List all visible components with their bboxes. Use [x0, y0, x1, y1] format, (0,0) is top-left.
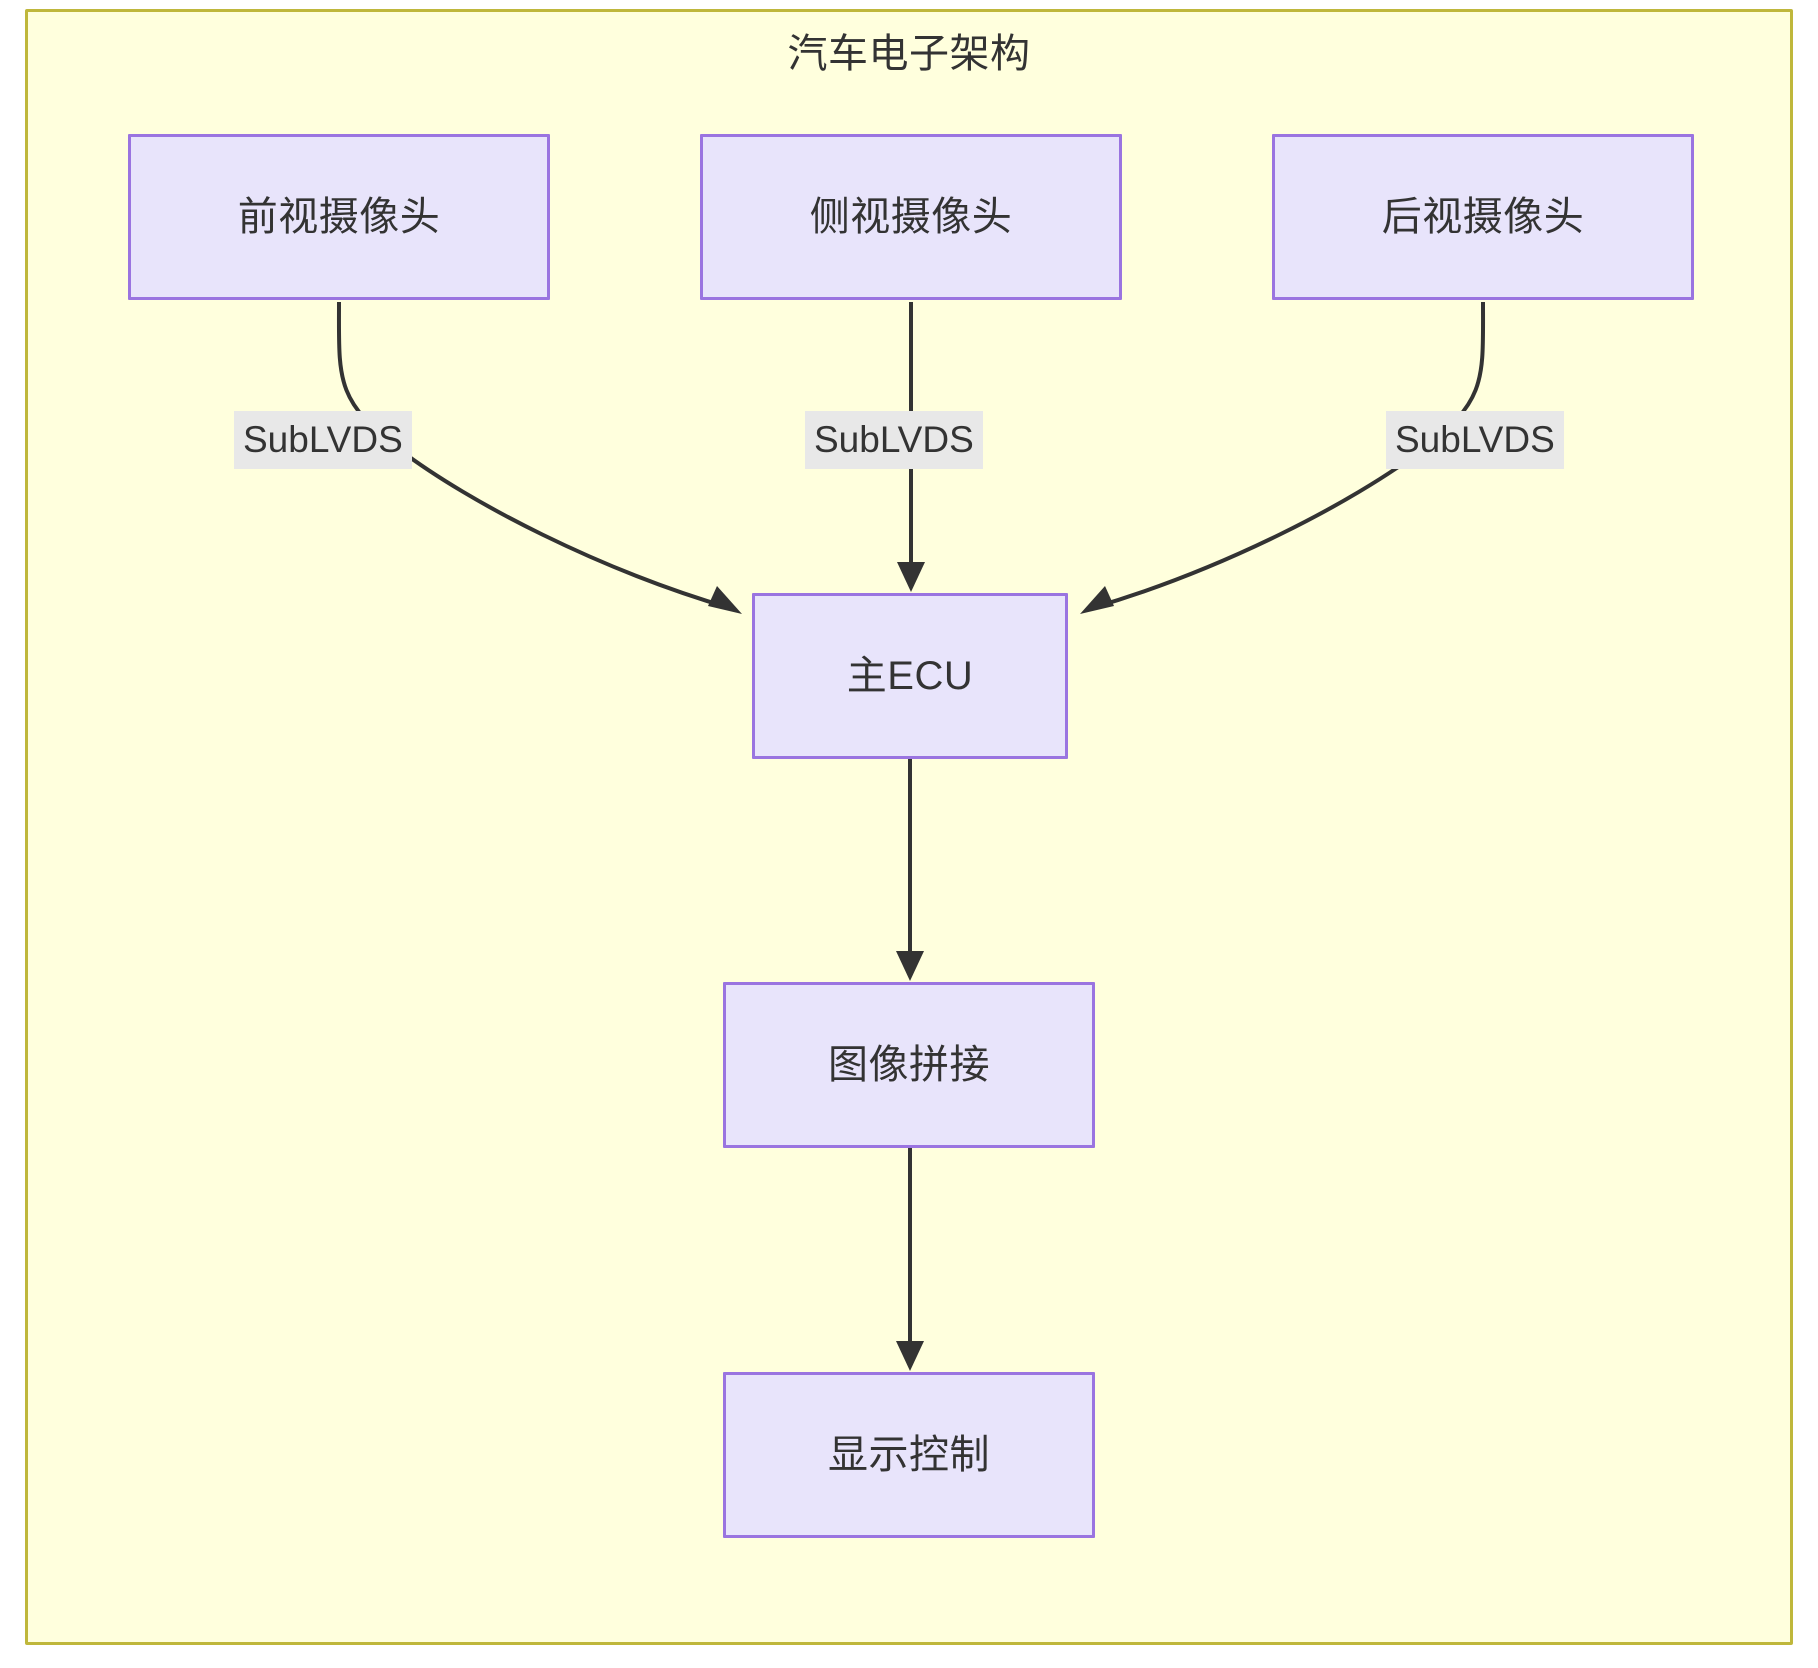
node-display-control[interactable]: 显示控制	[723, 1372, 1095, 1538]
edge-label-side-camera-sublvds: SubLVDS	[805, 411, 983, 469]
node-side-camera[interactable]: 侧视摄像头	[700, 134, 1122, 300]
node-front-camera[interactable]: 前视摄像头	[128, 134, 550, 300]
edge-label-front-camera-sublvds: SubLVDS	[234, 411, 412, 469]
node-image-stitching[interactable]: 图像拼接	[723, 982, 1095, 1148]
edge-label-rear-camera-sublvds: SubLVDS	[1386, 411, 1564, 469]
node-main-ecu[interactable]: 主ECU	[752, 593, 1068, 759]
subgraph-title: 汽车电子架构	[787, 32, 1031, 76]
node-rear-camera[interactable]: 后视摄像头	[1272, 134, 1694, 300]
